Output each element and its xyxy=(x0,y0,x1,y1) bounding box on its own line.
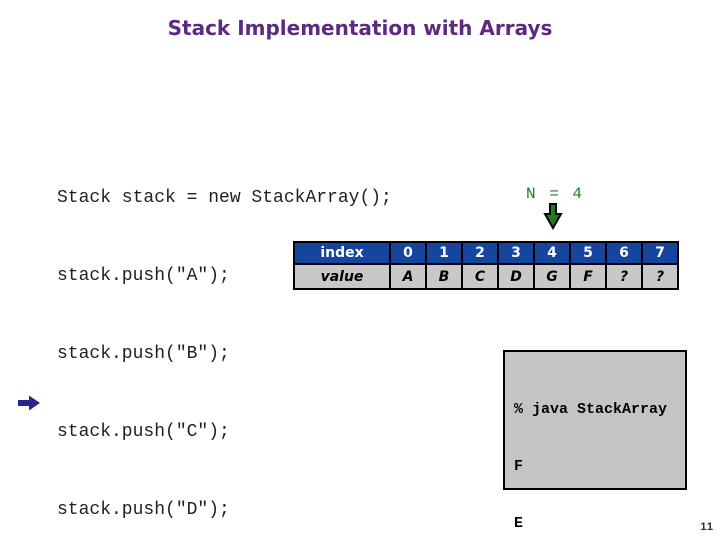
right-arrow-icon xyxy=(17,395,41,416)
index-cell: 7 xyxy=(641,241,679,265)
value-cell: A xyxy=(389,263,427,290)
value-row: value A B C D G F ? ? xyxy=(293,263,679,290)
value-cell: B xyxy=(425,263,463,290)
stack-size-label: N = 4 xyxy=(525,185,584,203)
value-cell: ? xyxy=(641,263,679,290)
index-row-label: index xyxy=(293,241,391,265)
page-title: Stack Implementation with Arrays xyxy=(167,16,553,40)
value-cell: F xyxy=(569,263,607,290)
index-cell: 5 xyxy=(569,241,607,265)
index-row: index 0 1 2 3 4 5 6 7 xyxy=(293,241,679,265)
index-cell: 2 xyxy=(461,241,499,265)
console-line: E xyxy=(514,515,524,532)
array-state-table: index 0 1 2 3 4 5 6 7 value A B C D G F … xyxy=(293,241,679,290)
console-line: % java StackArray xyxy=(514,401,668,418)
console-line: F xyxy=(514,458,524,475)
value-cell: D xyxy=(497,263,535,290)
down-arrow-icon xyxy=(543,203,563,235)
value-cell: G xyxy=(533,263,571,290)
code-line: Stack stack = new StackArray(); xyxy=(57,188,392,208)
code-line: stack.push("C"); xyxy=(57,422,230,442)
index-cell: 4 xyxy=(533,241,571,265)
console-output: % java StackArray F E G xyxy=(503,350,687,532)
code-line: stack.push("D"); xyxy=(57,500,230,520)
index-cell: 1 xyxy=(425,241,463,265)
value-cell: ? xyxy=(605,263,643,290)
index-cell: 0 xyxy=(389,241,427,265)
page-number: 11 xyxy=(700,521,714,533)
value-row-label: value xyxy=(293,263,391,290)
code-block: Stack stack = new StackArray(); stack.pu… xyxy=(57,133,403,540)
index-cell: 3 xyxy=(497,241,535,265)
index-cell: 6 xyxy=(605,241,643,265)
code-line: stack.push("A"); xyxy=(57,266,230,286)
value-cell: C xyxy=(461,263,499,290)
code-line: stack.push("B"); xyxy=(57,344,230,364)
